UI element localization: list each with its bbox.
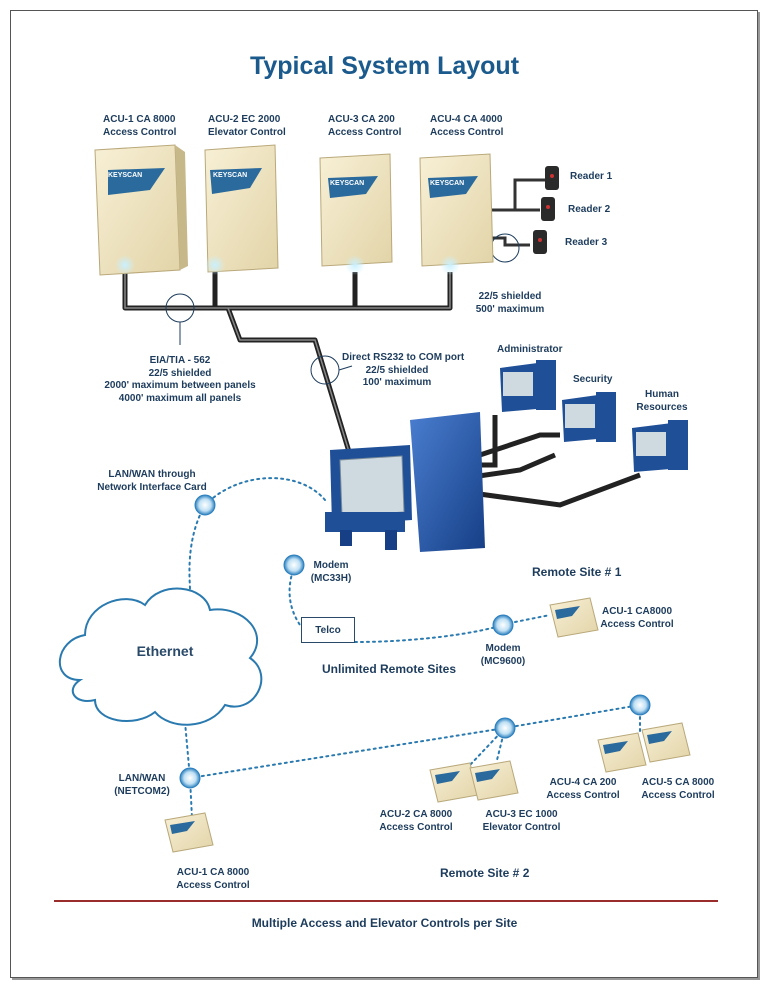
panel-logo: KEYSCAN: [430, 180, 465, 187]
node-modem-mc9600[interactable]: [492, 614, 514, 636]
panel-acu1[interactable]: [94, 144, 188, 276]
node-lan-nic[interactable]: [194, 494, 216, 516]
unlimited-remote-sites: Unlimited Remote Sites: [322, 662, 457, 676]
remote-site-2-title: Remote Site # 2: [440, 866, 530, 880]
reader-2[interactable]: [541, 197, 555, 221]
workstation-hr[interactable]: [632, 420, 688, 472]
node-remote2-a[interactable]: [494, 717, 516, 739]
panel-logo: KEYSCAN: [108, 172, 143, 179]
footer-rule: [54, 900, 718, 902]
reader-3[interactable]: [533, 230, 547, 254]
panel-acu3[interactable]: [319, 153, 393, 267]
reader-2-label: Reader 2: [568, 204, 611, 215]
workstation-security-label: Security: [573, 374, 613, 385]
node-netcom2[interactable]: [179, 767, 201, 789]
reader-1[interactable]: [545, 166, 559, 190]
panel-logo: KEYSCAN: [330, 180, 365, 187]
reader-cable: [490, 178, 545, 247]
local-panel-netcom[interactable]: [164, 812, 214, 853]
reader-1-label: Reader 1: [570, 171, 613, 182]
ethernet-cloud: [58, 587, 263, 726]
panel-acu4[interactable]: [419, 153, 494, 267]
node-modem-mc33h[interactable]: [283, 554, 305, 576]
host-computer[interactable]: [325, 412, 485, 552]
reader-3-label: Reader 3: [565, 237, 608, 248]
workstation-admin[interactable]: [500, 360, 556, 412]
ethernet-label: Ethernet: [136, 643, 194, 659]
modem-mc9600-label: Modem(MC9600): [480, 643, 526, 667]
page-title: Typical System Layout: [249, 52, 520, 80]
panel-logo: KEYSCAN: [213, 172, 248, 179]
page-caption: Multiple Access and Elevator Controls pe…: [251, 916, 518, 930]
workstation-security[interactable]: [562, 392, 616, 442]
panel-acu2[interactable]: [204, 144, 279, 273]
remote1-panel[interactable]: [549, 597, 599, 638]
netcom-label: LAN/WAN(NETCOM2): [114, 773, 170, 797]
remote2-panel-acu4[interactable]: [597, 732, 647, 773]
remote2-panel-acu3[interactable]: [469, 760, 519, 801]
workstation-admin-label: Administrator: [497, 344, 563, 355]
telco-box[interactable]: Telco: [301, 617, 355, 643]
remote-site-1-title: Remote Site # 1: [532, 565, 622, 579]
remote2-panel-acu5[interactable]: [641, 722, 691, 763]
modem-mc33h-label: Modem(MC33H): [310, 560, 352, 584]
node-remote2-b[interactable]: [629, 694, 651, 716]
